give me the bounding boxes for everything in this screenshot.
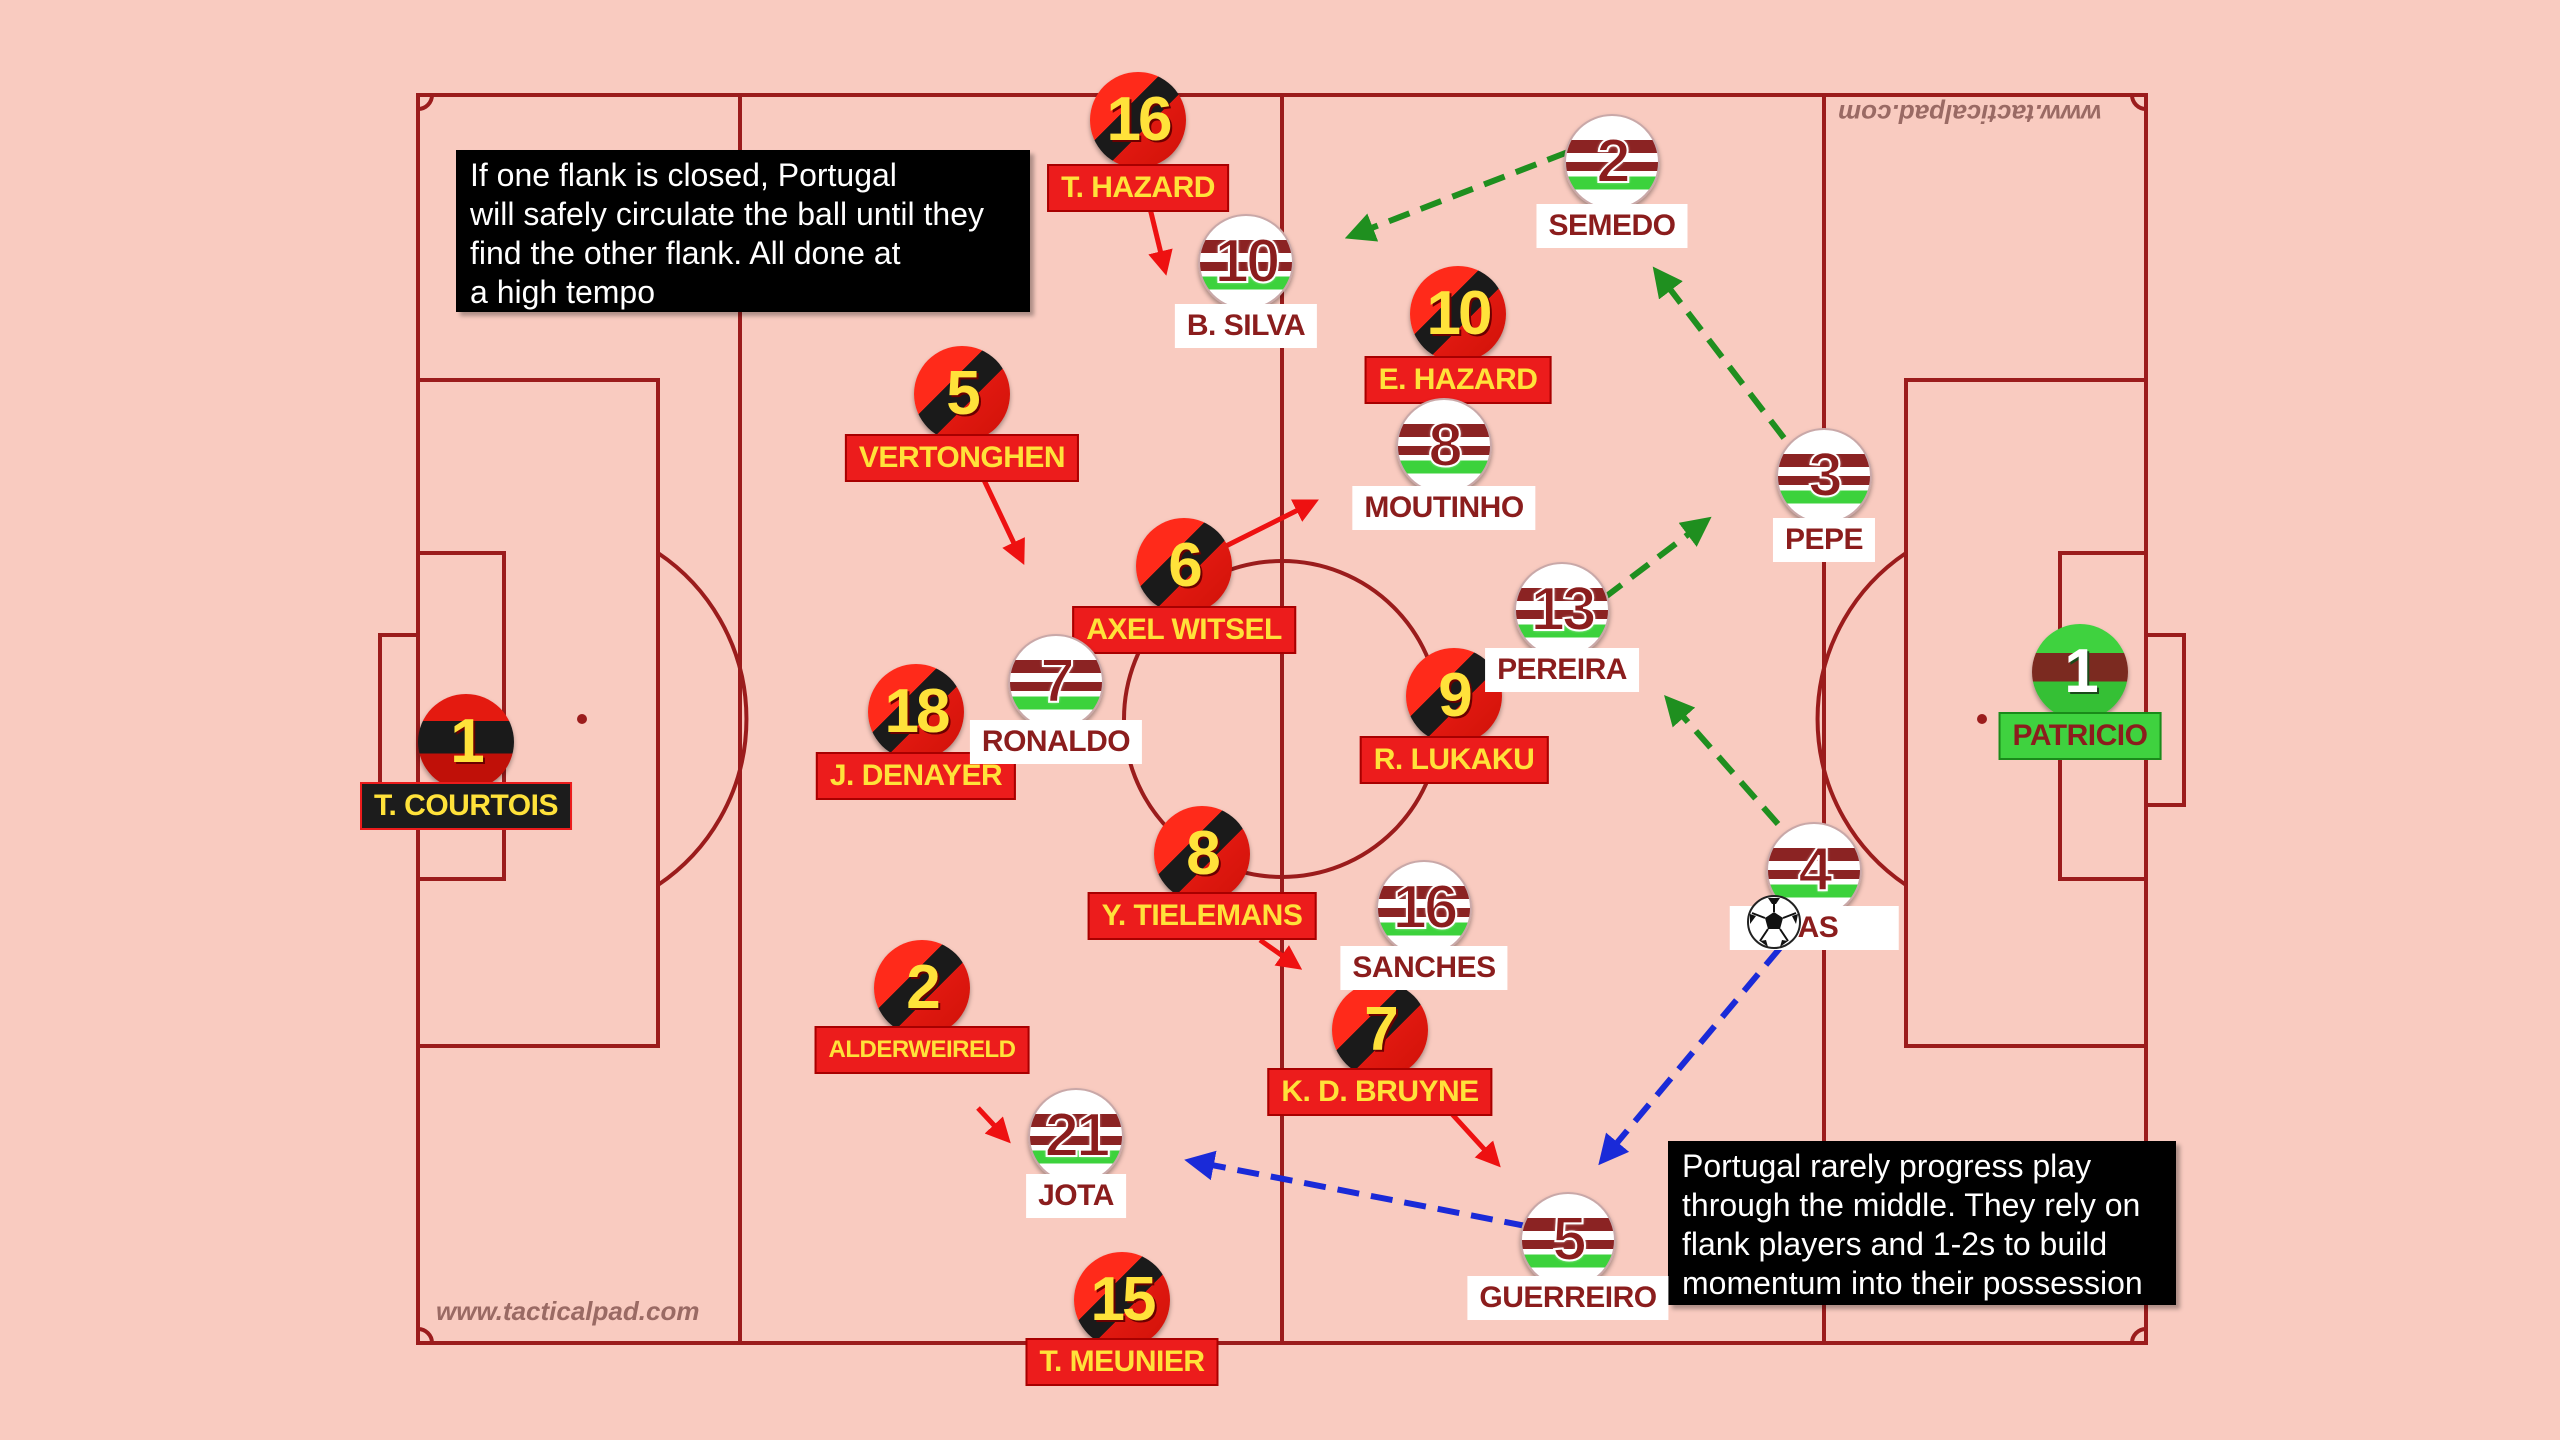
- arrow-red-6: [1450, 1112, 1501, 1168]
- player-number: 16: [1392, 873, 1460, 942]
- player-disc: 6: [1136, 518, 1232, 614]
- goal-left: [378, 633, 420, 807]
- pass-arrow-green-4: [1664, 695, 1781, 826]
- player-name: T. COURTOIS: [360, 782, 572, 830]
- belgium-movement-arrows: [976, 199, 1501, 1168]
- player-disc: 21: [1028, 1088, 1124, 1184]
- watermark-top: www.tacticalpad.com: [1838, 99, 2102, 129]
- player-name: E. HAZARD: [1364, 356, 1552, 404]
- arrow-red-4: [1258, 937, 1303, 970]
- player-number: 13: [1530, 575, 1598, 644]
- penalty-spot-right: [1977, 714, 1987, 724]
- pass-arrow-green-1: [1344, 149, 1570, 242]
- arrow-red-5: [976, 1106, 1011, 1144]
- player-disc: 8: [1154, 806, 1250, 902]
- player-name: VERTONGHEN: [844, 434, 1080, 482]
- player-disc: 2: [874, 940, 970, 1036]
- player-name: B. SILVA: [1174, 304, 1318, 348]
- player-disc: 7: [1332, 982, 1428, 1078]
- player-name: T. MEUNIER: [1025, 1338, 1219, 1386]
- player-name: GUERREIRO: [1467, 1276, 1669, 1320]
- player-disc: 10: [1410, 266, 1506, 362]
- player-number: 18: [884, 677, 951, 746]
- player-disc: 2: [1564, 114, 1660, 210]
- player-disc: 10: [1198, 214, 1294, 310]
- player-name: PEPE: [1772, 518, 1876, 562]
- player-disc: 3: [1776, 428, 1872, 524]
- player-name: AXEL WITSEL: [1072, 606, 1296, 654]
- player-number: 8: [1427, 411, 1464, 480]
- pass-arrow-green-3: [1602, 516, 1712, 601]
- watermark-bottom: www.tacticalpad.com: [436, 1296, 700, 1326]
- arrow-red-3: [1220, 499, 1319, 551]
- player-disc: 8: [1396, 398, 1492, 494]
- player-name: MOUTINHO: [1352, 486, 1536, 530]
- player-number: 16: [1106, 85, 1173, 154]
- player-name: Y. TIELEMANS: [1087, 892, 1317, 940]
- player-number: 1: [2064, 637, 2099, 706]
- player-name: ALDERWEIRELD: [814, 1026, 1030, 1074]
- pass-arrow-blue-1: [1598, 946, 1783, 1166]
- player-number: 10: [1426, 279, 1493, 348]
- football-icon[interactable]: [1746, 894, 1802, 950]
- penalty-arc-left: [656, 551, 749, 887]
- player-disc: 18: [868, 664, 964, 760]
- player-disc: 15: [1074, 1252, 1170, 1348]
- corner-arc-bl: [417, 1327, 434, 1344]
- annotation-bottom-right: Portugal rarely progress play through th…: [1668, 1141, 2176, 1305]
- player-number: 15: [1090, 1265, 1157, 1334]
- player-name: SANCHES: [1340, 946, 1508, 990]
- pass-arrow-blue-2: [1184, 1150, 1527, 1229]
- player-number: 2: [906, 953, 941, 1022]
- player-disc: 1: [418, 694, 514, 790]
- penalty-spot-left: [577, 714, 587, 724]
- pass-arrow-green-2: [1652, 266, 1787, 440]
- player-disc: 5: [914, 346, 1010, 442]
- player-name: SEMEDO: [1536, 204, 1688, 248]
- player-number: 4: [1797, 835, 1834, 904]
- player-name: JOTA: [1026, 1174, 1126, 1218]
- player-disc: 7: [1008, 634, 1104, 730]
- player-number: 5: [946, 359, 981, 428]
- corner-arc-tr: [2130, 94, 2147, 111]
- player-name: PATRICIO: [1998, 712, 2162, 760]
- annotation-top-left: If one flank is closed, Portugal will sa…: [456, 150, 1030, 312]
- player-number: 1: [450, 707, 485, 776]
- player-number: 21: [1044, 1101, 1112, 1170]
- player-name: PEREIRA: [1485, 648, 1639, 692]
- corner-arc-tl: [417, 94, 434, 111]
- player-disc: 5: [1520, 1192, 1616, 1288]
- player-number: 8: [1186, 819, 1221, 888]
- player-disc: 16: [1090, 72, 1186, 168]
- player-name: K. D. BRUYNE: [1267, 1068, 1493, 1116]
- player-number: 7: [1364, 995, 1399, 1064]
- player-number: 10: [1214, 227, 1282, 296]
- player-disc: 16: [1376, 860, 1472, 956]
- player-number: 5: [1551, 1205, 1588, 1274]
- player-number: 2: [1595, 127, 1632, 196]
- player-disc: 1: [2032, 624, 2128, 720]
- penalty-arc-right: [1815, 551, 1908, 887]
- player-number: 9: [1438, 661, 1473, 730]
- corner-arc-br: [2130, 1327, 2147, 1344]
- player-name: RONALDO: [969, 720, 1143, 764]
- player-number: 3: [1807, 441, 1844, 510]
- player-name: T. HAZARD: [1047, 164, 1229, 212]
- player-name: R. LUKAKU: [1359, 736, 1549, 784]
- arrow-red-2: [981, 478, 1025, 566]
- player-number: 7: [1039, 647, 1076, 716]
- player-disc: 13: [1514, 562, 1610, 658]
- player-number: 6: [1168, 531, 1203, 600]
- portugal-pass-arrows: [1184, 149, 1787, 1229]
